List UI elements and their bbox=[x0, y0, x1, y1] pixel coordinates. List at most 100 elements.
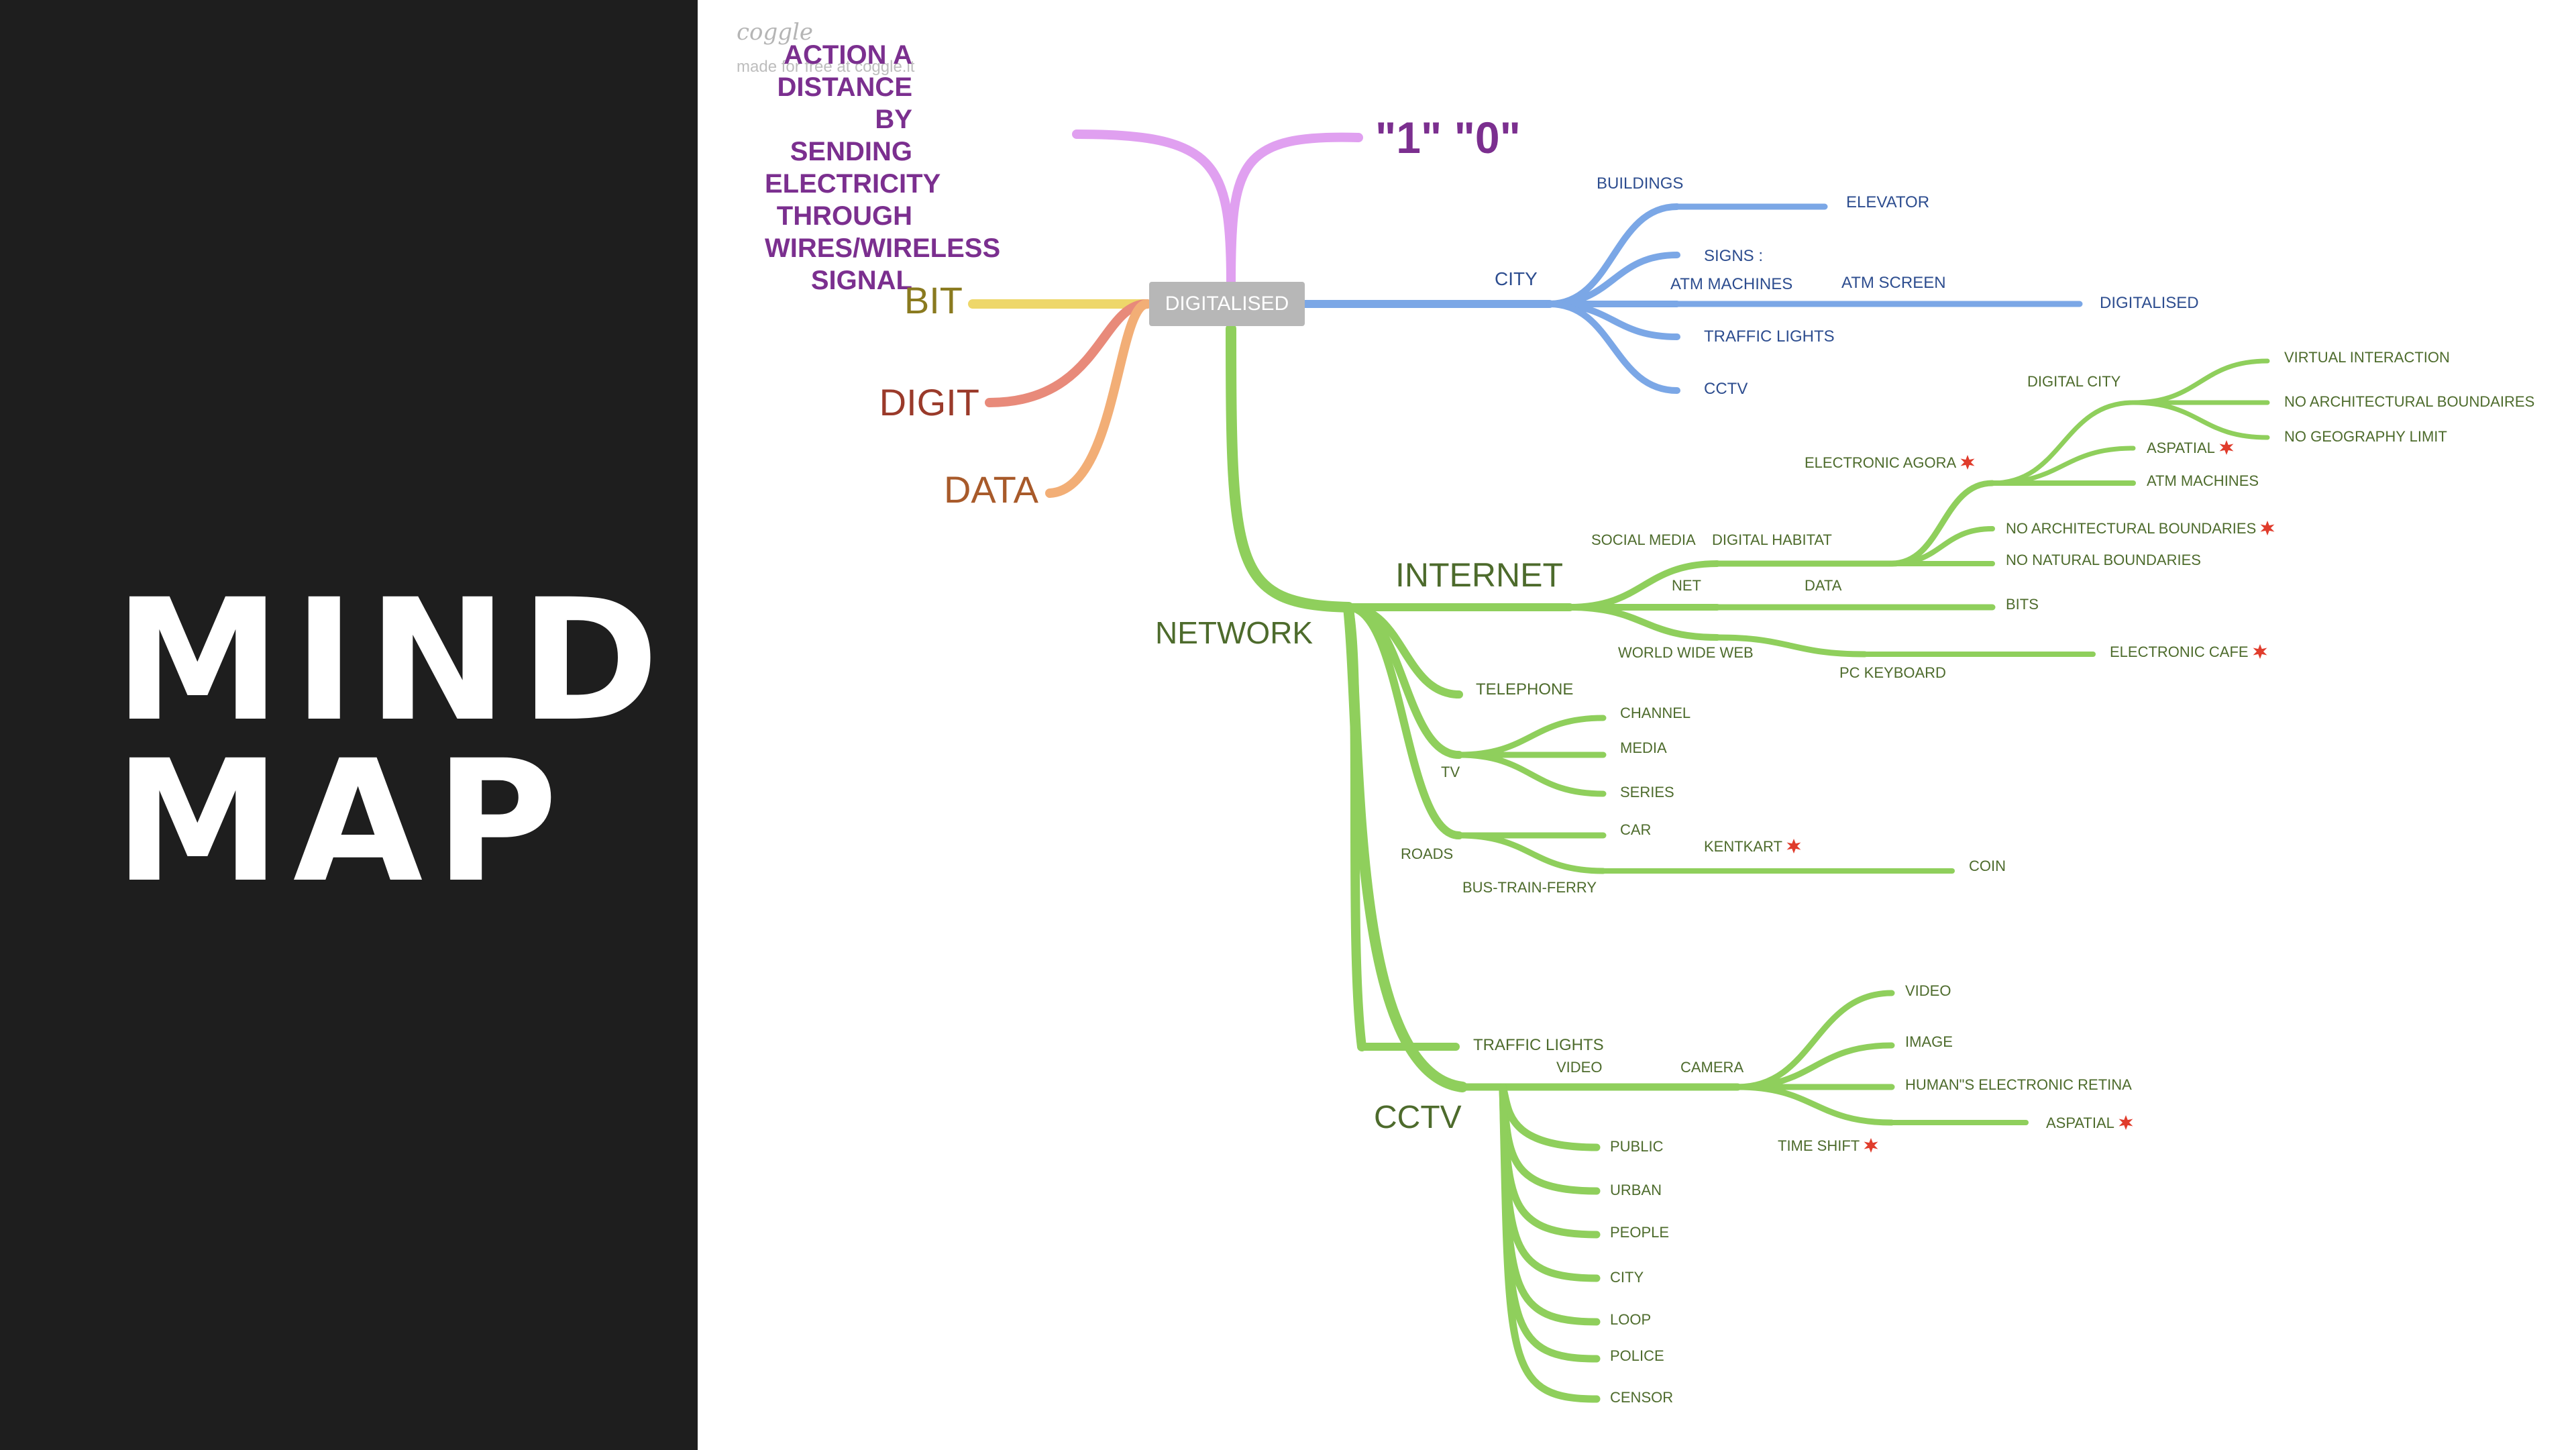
node-atm-net[interactable]: ATM MACHINES bbox=[2147, 474, 2259, 488]
node-no-arch-2[interactable]: NO ARCHITECTURAL BOUNDARIES bbox=[2006, 521, 2275, 538]
connector-cctv-item-7 bbox=[1499, 1083, 1601, 1403]
node-electronic-cafe[interactable]: ELECTRONIC CAFE bbox=[2110, 644, 2267, 662]
node-no-arch-2-text: NO ARCHITECTURAL BOUNDARIES bbox=[2006, 519, 2257, 537]
node-kentkart[interactable]: KENTKART bbox=[1704, 839, 1801, 856]
connector-no-geo bbox=[2131, 400, 2270, 440]
node-city-text: CITY bbox=[1495, 268, 1538, 289]
node-roads[interactable]: ROADS bbox=[1401, 847, 1453, 862]
node-no-geography[interactable]: NO GEOGRAPHY LIMIT bbox=[2284, 429, 2447, 444]
node-atm-machines[interactable]: ATM MACHINES bbox=[1670, 276, 1792, 293]
node-elevator-text: ELEVATOR bbox=[1846, 193, 1930, 211]
node-cctv-text: CCTV bbox=[1374, 1100, 1462, 1135]
node-www-text: WORLD WIDE WEB bbox=[1618, 644, 1754, 661]
node-digital-city[interactable]: DIGITAL CITY bbox=[2027, 374, 2121, 389]
alert-star-icon bbox=[1864, 1138, 1878, 1155]
node-traffic-lights-city-text: TRAFFIC LIGHTS bbox=[1704, 327, 1835, 346]
connector-digit bbox=[985, 299, 1152, 407]
node-cctv-item-6[interactable]: POLICE bbox=[1610, 1349, 1664, 1363]
node-cctv-item-1[interactable]: PUBLIC bbox=[1610, 1139, 1663, 1154]
node-cctv-item-2[interactable]: URBAN bbox=[1610, 1183, 1662, 1198]
node-no-geography-text: NO GEOGRAPHY LIMIT bbox=[2284, 428, 2447, 445]
node-series[interactable]: SERIES bbox=[1620, 785, 1674, 800]
node-cctv-item-3[interactable]: PEOPLE bbox=[1610, 1225, 1669, 1240]
connector-cam-video bbox=[1734, 990, 1895, 1090]
node-data-net[interactable]: DATA bbox=[1805, 578, 1841, 593]
node-bits[interactable]: BITS bbox=[2006, 597, 2039, 612]
node-cctv-item-7-text: CENSOR bbox=[1610, 1389, 1674, 1406]
node-network[interactable]: NETWORK bbox=[1155, 617, 1313, 648]
node-atm-net-text: ATM MACHINES bbox=[2147, 472, 2259, 489]
node-social-media-text: SOCIAL MEDIA bbox=[1591, 531, 1696, 548]
node-social-media[interactable]: SOCIAL MEDIA bbox=[1591, 533, 1696, 548]
node-cctv-item-4[interactable]: CITY bbox=[1610, 1270, 1644, 1285]
node-aspatial-cctv[interactable]: ASPATIAL bbox=[2046, 1115, 2133, 1133]
node-traffic-lights-net-text: TRAFFIC LIGHTS bbox=[1473, 1036, 1604, 1054]
node-cctv-video[interactable]: VIDEO bbox=[1556, 1060, 1602, 1075]
node-bus[interactable]: BUS-TRAIN-FERRY bbox=[1462, 880, 1597, 895]
node-cctv-item-6-text: POLICE bbox=[1610, 1347, 1664, 1364]
node-cctv-item-2-text: URBAN bbox=[1610, 1182, 1662, 1198]
node-city-digitalised[interactable]: DIGITALISED bbox=[2100, 295, 2199, 311]
node-camera-text: CAMERA bbox=[1680, 1059, 1744, 1076]
node-digital-habitat[interactable]: DIGITAL HABITAT bbox=[1712, 533, 1832, 548]
node-atm-screen[interactable]: ATM SCREEN bbox=[1841, 275, 1946, 291]
node-buildings[interactable]: BUILDINGS bbox=[1597, 176, 1683, 192]
node-electronic-agora-text: ELECTRONIC AGORA bbox=[1805, 454, 1957, 471]
node-image-text: IMAGE bbox=[1905, 1033, 1953, 1050]
branch-data-text: DATA bbox=[943, 468, 1038, 511]
node-cam-video[interactable]: VIDEO bbox=[1905, 984, 1951, 998]
node-cctv-city-text: CCTV bbox=[1704, 380, 1748, 398]
branch-digit[interactable]: DIGIT bbox=[879, 384, 979, 421]
node-channel[interactable]: CHANNEL bbox=[1620, 706, 1690, 721]
node-traffic-lights-city[interactable]: TRAFFIC LIGHTS bbox=[1704, 329, 1835, 345]
node-no-natural[interactable]: NO NATURAL BOUNDARIES bbox=[2006, 553, 2201, 568]
node-channel-text: CHANNEL bbox=[1620, 705, 1691, 721]
node-time-shift[interactable]: TIME SHIFT bbox=[1778, 1138, 1878, 1155]
title-mind: MIND bbox=[114, 563, 672, 758]
connector-www bbox=[1566, 604, 1721, 641]
connector-digital-city-fan bbox=[1990, 400, 2136, 486]
branch-data[interactable]: DATA bbox=[944, 471, 1038, 509]
node-car[interactable]: CAR bbox=[1620, 823, 1651, 837]
node-traffic-lights-net[interactable]: TRAFFIC LIGHTS bbox=[1473, 1037, 1604, 1053]
node-tv[interactable]: TV bbox=[1441, 765, 1460, 780]
node-retina-text: HUMAN"S ELECTRONIC RETINA bbox=[1905, 1076, 2132, 1093]
node-aspatial-net[interactable]: ASPATIAL bbox=[2147, 440, 2234, 458]
node-telephone[interactable]: TELEPHONE bbox=[1476, 682, 1573, 698]
node-camera[interactable]: CAMERA bbox=[1680, 1060, 1743, 1075]
node-media[interactable]: MEDIA bbox=[1620, 741, 1667, 756]
node-aspatial-cctv-text: ASPATIAL bbox=[2046, 1114, 2114, 1131]
top-branch-note: ACTION A DISTANCE BY SENDING ELECTRICITY… bbox=[765, 40, 1001, 295]
node-coin-text: COIN bbox=[1969, 858, 2006, 874]
node-city[interactable]: CITY bbox=[1495, 270, 1538, 289]
node-retina[interactable]: HUMAN"S ELECTRONIC RETINA bbox=[1905, 1078, 2132, 1092]
branch-1-0[interactable]: "1" "0" bbox=[1375, 115, 1521, 160]
node-cctv-item-7[interactable]: CENSOR bbox=[1610, 1390, 1673, 1405]
connector-pc-keyboard bbox=[1714, 634, 1868, 658]
node-cctv-item-5[interactable]: LOOP bbox=[1610, 1312, 1651, 1327]
node-www[interactable]: WORLD WIDE WEB bbox=[1618, 645, 1754, 660]
node-coin[interactable]: COIN bbox=[1969, 859, 2006, 874]
branch-digit-text: DIGIT bbox=[879, 381, 979, 423]
node-net[interactable]: NET bbox=[1672, 578, 1701, 593]
node-cctv-item-4-text: CITY bbox=[1610, 1269, 1644, 1286]
node-elevator[interactable]: ELEVATOR bbox=[1846, 195, 1929, 211]
node-cctv[interactable]: CCTV bbox=[1374, 1102, 1462, 1134]
node-cctv-city[interactable]: CCTV bbox=[1704, 381, 1748, 397]
node-series-text: SERIES bbox=[1620, 784, 1674, 800]
node-electronic-agora[interactable]: ELECTRONIC AGORA bbox=[1805, 455, 1975, 472]
node-internet[interactable]: INTERNET bbox=[1395, 558, 1563, 592]
node-no-arch-1[interactable]: NO ARCHITECTURAL BOUNDAIRES bbox=[2284, 395, 2534, 409]
connector-1-0 bbox=[1226, 132, 1363, 287]
branch-bit[interactable]: BIT bbox=[904, 282, 963, 319]
node-bus-text: BUS-TRAIN-FERRY bbox=[1462, 879, 1597, 896]
node-image[interactable]: IMAGE bbox=[1905, 1035, 1953, 1049]
node-pc-keyboard[interactable]: PC KEYBOARD bbox=[1839, 666, 1946, 680]
alert-star-icon bbox=[1786, 839, 1801, 856]
root-node-digitalised[interactable]: DIGITALISED bbox=[1149, 282, 1305, 326]
node-network-text: NETWORK bbox=[1155, 615, 1313, 650]
connector-channel bbox=[1456, 715, 1607, 758]
node-signs[interactable]: SIGNS : bbox=[1704, 248, 1763, 264]
node-virtual-interaction[interactable]: VIRTUAL INTERACTION bbox=[2284, 350, 2450, 365]
node-electronic-cafe-text: ELECTRONIC CAFE bbox=[2110, 643, 2249, 660]
